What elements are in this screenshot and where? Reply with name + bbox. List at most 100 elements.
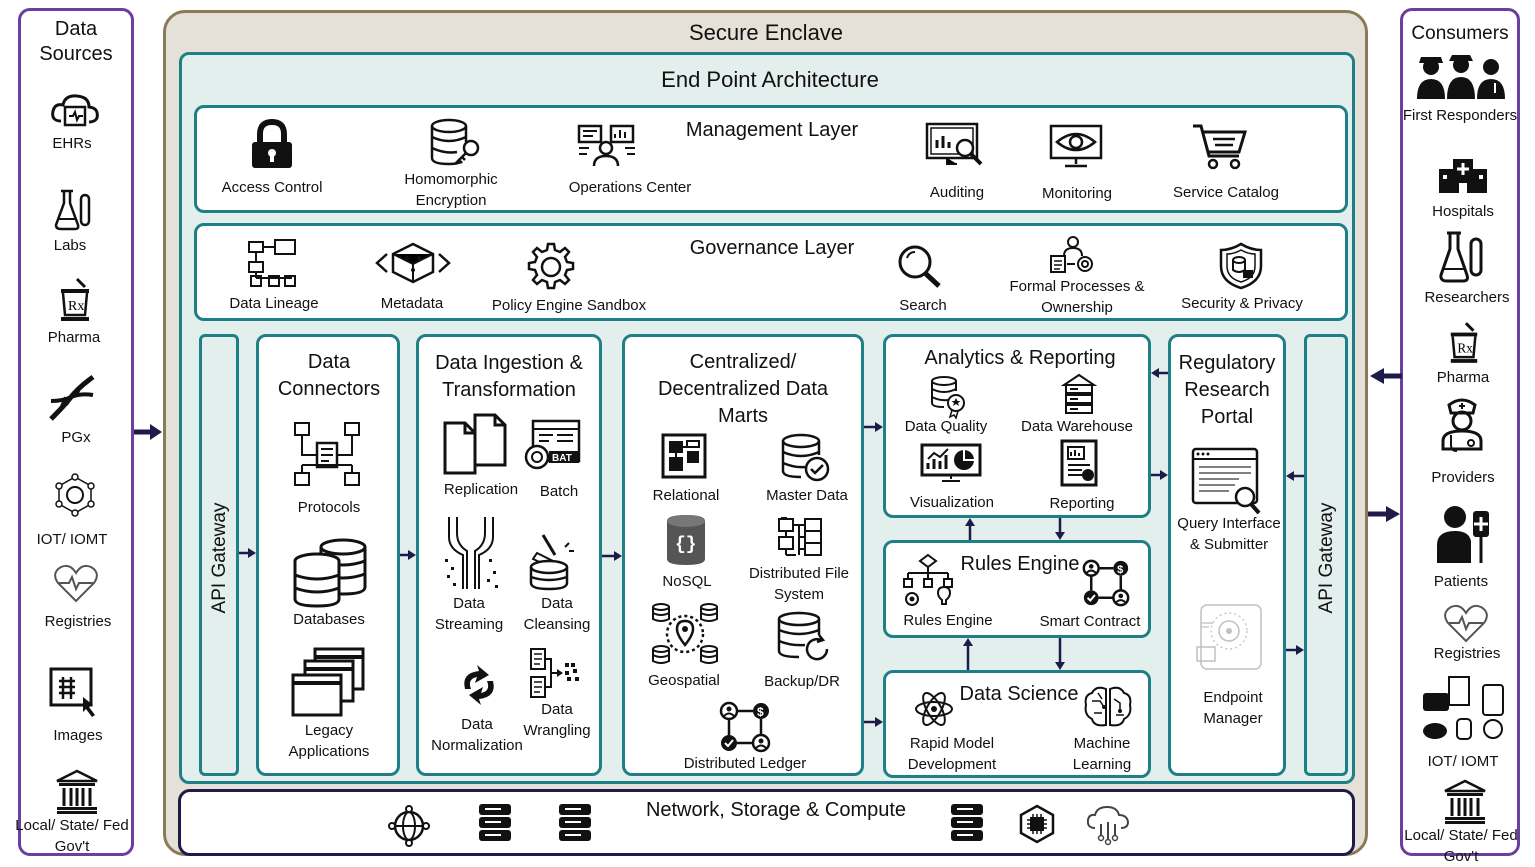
consumer-label-patients: Patients: [1433, 573, 1489, 590]
encryption-db-key-icon: [429, 118, 483, 170]
batch-icon: BAT: [523, 419, 581, 473]
management-layer: Management Layer Access Control Homomorp…: [194, 105, 1348, 213]
science-label-ml: Machine Learning: [1072, 735, 1132, 773]
data-marts-title: Centralized/ Decentralized Data Marts: [657, 351, 829, 427]
smart-contract-icon: $: [1082, 559, 1130, 607]
mgmt-label-auditing: Auditing: [929, 184, 985, 201]
svg-text:$: $: [1117, 564, 1123, 576]
sources-to-enclave-arrow: [134, 424, 162, 440]
portal-label-query: Query Interface & Submitter: [1177, 515, 1281, 553]
auditing-icon: [925, 122, 987, 170]
policy-engine-gear-icon: [525, 242, 577, 292]
flask-icon: [53, 187, 93, 231]
nosql-icon: {}: [667, 515, 705, 565]
service-catalog-cart-icon: [1191, 122, 1249, 170]
cloud-ehr-icon: [49, 91, 101, 135]
formal-processes-icon: [1049, 234, 1099, 274]
atom-icon: [914, 689, 954, 729]
rx-mortar-icon: Rx: [61, 277, 89, 321]
data-quality-icon: [930, 375, 966, 419]
ingest-label-wrangling: Data Wrangling: [523, 701, 591, 739]
globe-network-icon: [389, 806, 429, 846]
ingest-label-normalization: Data Normalization: [431, 716, 523, 754]
data-lineage-icon: [247, 238, 299, 288]
xray-image-icon: [49, 667, 95, 717]
mgmt-label-homomorphic: Homomorphic Encryption: [404, 171, 498, 209]
endpoint-title: End Point Architecture: [661, 67, 879, 92]
consumers-title: Consumers: [1411, 23, 1509, 44]
consumers-panel: Consumers First Responders Hospitals Res…: [1400, 8, 1520, 865]
connector-label-legacy: Legacy Applications: [288, 722, 370, 760]
portal-title: Regulatory Research Portal: [1178, 352, 1276, 428]
governance-title: Governance Layer: [689, 237, 855, 259]
mart-label-ledger: Distributed Ledger: [683, 755, 807, 772]
visualization-icon: [920, 443, 982, 483]
consumer-label-first-responders: First Responders: [1402, 107, 1518, 124]
consumer-label-providers: Providers: [1431, 469, 1495, 486]
monitoring-eye-icon: [1049, 124, 1103, 170]
mart-label-geospatial: Geospatial: [648, 672, 720, 689]
consumer-label-iot: IOT/ IOMT: [1427, 753, 1499, 770]
distributed-file-system-icon: [777, 517, 825, 563]
connector-label-databases: Databases: [293, 611, 365, 628]
api-gateway-left[interactable]: API Gateway: [199, 334, 239, 776]
mgmt-label-service-catalog: Service Catalog: [1173, 184, 1279, 201]
reporting-icon: [1060, 439, 1100, 487]
dna-icon: [45, 371, 99, 425]
data-marts-box: Centralized/ Decentralized Data Marts Re…: [622, 334, 864, 776]
distributed-ledger-icon: $: [719, 701, 771, 753]
consumer-label-researchers: Researchers: [1424, 289, 1510, 306]
mgmt-label-monitoring: Monitoring: [1041, 185, 1113, 202]
data-sources-title: Data Sources: [39, 18, 113, 65]
data-connectors-title: Data Connectors: [277, 351, 381, 400]
mgmt-label-operations: Operations Center: [568, 179, 692, 196]
cpu-chip-icon: [1017, 804, 1057, 844]
security-privacy-shield-icon: [1219, 242, 1263, 290]
rules-engine-flow-icon: [902, 553, 952, 609]
data-streaming-icon: [445, 515, 498, 591]
metadata-icon: [375, 240, 451, 286]
data-science-title: Data Science: [959, 683, 1079, 705]
mgmt-label-access-control: Access Control: [221, 179, 323, 196]
data-normalization-icon: [464, 665, 494, 705]
data-wrangling-icon: [529, 647, 579, 701]
secure-enclave-title: Secure Enclave: [688, 20, 844, 45]
iot-network-icon: [53, 473, 97, 517]
consumers-to-enclave-arrow: [1370, 368, 1402, 384]
server-stack-icon-2: [559, 804, 591, 841]
analytics-title: Analytics & Reporting: [924, 347, 1116, 369]
researchers-flask-icon: [1437, 229, 1485, 283]
source-label-gov: Local/ State/ Fed Gov't: [15, 817, 129, 855]
svg-text:$: $: [757, 705, 764, 719]
ingest-label-batch: Batch: [539, 483, 579, 500]
ingest-label-streaming: Data Streaming: [434, 595, 504, 633]
source-label-images: Images: [53, 727, 103, 744]
svg-text:{}: {}: [675, 535, 697, 555]
api-gateway-right[interactable]: API Gateway: [1304, 334, 1348, 776]
data-ingestion-title: Data Ingestion & Transformation: [435, 352, 583, 401]
first-responders-icon: [1417, 55, 1505, 99]
gov-label-security-privacy: Security & Privacy: [1181, 295, 1303, 312]
svg-text:Rx: Rx: [68, 299, 84, 314]
mart-label-master-data: Master Data: [766, 487, 848, 504]
heart-pulse-icon: [53, 563, 99, 603]
consumer-label-pharma: Pharma: [1436, 369, 1490, 386]
data-cleansing-icon: [527, 533, 574, 591]
enclave-to-consumers-arrow: [1368, 506, 1400, 522]
ingest-label-replication: Replication: [443, 481, 519, 498]
server-stack-icon-3: [951, 804, 983, 841]
government-icon: [1443, 779, 1487, 824]
data-sources-panel: Data Sources EHRs Labs Rx Pharma PGx IOT…: [15, 8, 134, 856]
data-science-box: Data Science Rapid Model Development Mac…: [883, 670, 1151, 778]
rules-engine-box: Rules Engine Rules Engine $ Smart Contra…: [883, 540, 1151, 638]
relational-icon: [661, 433, 707, 479]
legacy-apps-windows-icon: [291, 647, 367, 719]
regulatory-portal-box: Regulatory Research Portal Query Interfa…: [1168, 334, 1286, 776]
analytics-label-data-quality: Data Quality: [904, 418, 988, 435]
svg-text:Rx: Rx: [1457, 340, 1473, 355]
gov-label-formal-processes: Formal Processes & Ownership: [1009, 278, 1145, 316]
consumer-label-registries: Registries: [1433, 645, 1501, 662]
cloud-compute-icon: [1085, 804, 1131, 846]
analytics-box: Analytics & Reporting Data Quality Data …: [883, 334, 1151, 518]
